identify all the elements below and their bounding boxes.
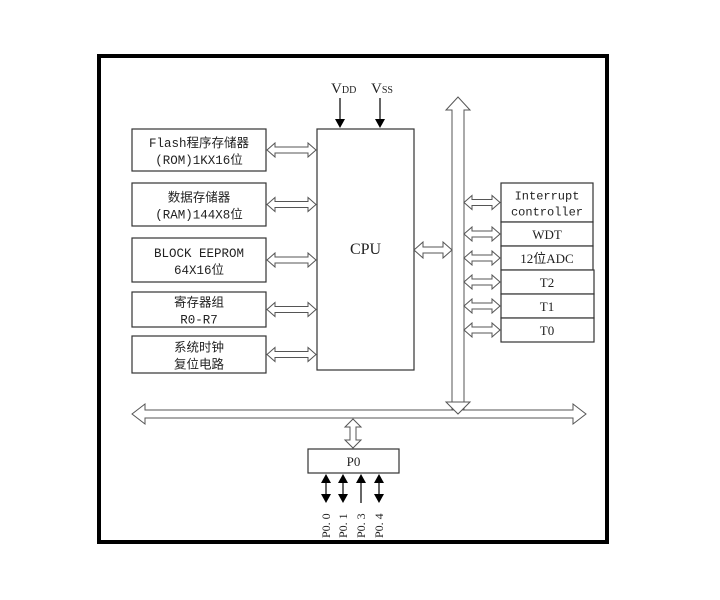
memory-block-line2: (RAM)144X8位 [155, 207, 243, 223]
memory-block-line1: Flash程序存储器 [149, 135, 250, 151]
peripheral-bus-arrow-icon [463, 321, 501, 339]
pin-label: P0. 0 [319, 513, 333, 538]
memory-bus-arrow-icon [266, 196, 317, 213]
cpu-bus-arrow-icon [413, 240, 453, 260]
memory-block-line1: 数据存储器 [168, 190, 231, 206]
horizontal-bus [131, 401, 587, 426]
pin-arrow-up-icon [321, 474, 331, 483]
horizontal-bus-arrow-icon [131, 402, 587, 426]
memory-bus-arrow-icon [266, 251, 317, 269]
vdd-label: VDD [331, 81, 356, 97]
port-pin: P0. 3 [354, 474, 368, 538]
pin-label: P0. 4 [372, 513, 386, 538]
memory-block-line2: (ROM)1KX16位 [155, 152, 243, 168]
memory-block: 数据存储器(RAM)144X8位 [131, 182, 317, 227]
memory-block-line2: 64X16位 [174, 262, 224, 278]
memory-bus-arrow-icon [266, 141, 317, 159]
cpu-label: CPU [350, 241, 382, 258]
pin-label: P0. 1 [336, 513, 350, 538]
vss-supply: VSS [371, 81, 393, 128]
memory-block-line2: 复位电路 [174, 357, 225, 373]
peripheral-block: T0 [463, 317, 595, 343]
memory-block-line1: 寄存器组 [174, 295, 224, 311]
peripheral-bus-arrow-icon [463, 194, 501, 211]
memory-block-line2: R0-R7 [180, 314, 218, 328]
memory-bus-arrow-icon [266, 301, 317, 318]
vdd-arrow-icon [335, 119, 345, 128]
peripheral-block: WDT [463, 221, 594, 247]
cpu-block: CPU [316, 128, 415, 371]
memory-block: Flash程序存储器(ROM)1KX16位 [131, 128, 317, 172]
pin-arrow-up-icon [374, 474, 384, 483]
p0-block [307, 448, 400, 474]
p0-label: P0 [347, 454, 361, 469]
peripheral-label: WDT [532, 227, 562, 242]
memory-block: 寄存器组 R0-R7 [131, 291, 317, 328]
peripheral-label: T0 [540, 323, 554, 338]
peripheral-label: T1 [540, 299, 554, 314]
pin-arrow-up-icon [356, 474, 366, 483]
peripheral-bus-arrow-icon [463, 249, 501, 267]
peripheral-bus-arrow-icon [463, 297, 501, 315]
peripheral-block: T1 [463, 293, 595, 319]
memory-bus-arrow-icon [266, 346, 317, 363]
peripheral-line1: Interrupt [515, 190, 580, 204]
peripheral-block: 12位ADC [463, 245, 594, 271]
vss-label: VSS [371, 81, 393, 97]
pin-arrow-down-icon [321, 494, 331, 503]
pin-label: P0. 3 [354, 513, 368, 538]
port-pin: P0. 1 [336, 474, 350, 538]
pin-arrow-down-icon [374, 494, 384, 503]
peripheral-label: T2 [540, 275, 554, 290]
pin-arrow-up-icon [338, 474, 348, 483]
outer-frame [97, 54, 609, 544]
memory-blocks: Flash程序存储器(ROM)1KX16位数据存储器(RAM)144X8位BLO… [131, 128, 317, 374]
memory-block-line1: 系统时钟 [174, 340, 224, 356]
pin-arrow-down-icon [338, 494, 348, 503]
peripheral-line2: controller [511, 206, 583, 220]
peripheral-bus-arrow-icon [463, 273, 501, 291]
peripheral-label: 12位ADC [520, 251, 573, 266]
peripheral-block: T2 [463, 269, 595, 295]
bus-junction-arrow-icon [444, 401, 472, 415]
memory-block-line1: BLOCK EEPROM [154, 247, 244, 261]
port-pin: P0. 4 [372, 474, 386, 538]
vertical-bus [444, 96, 472, 413]
peripheral-bus-arrow-icon [463, 225, 501, 243]
port-bus-arrow-icon [343, 418, 363, 449]
vertical-bus-arrow-icon [444, 96, 472, 413]
peripheral-block: Interrupt controller [463, 182, 594, 223]
vdd-supply: VDD [331, 81, 356, 128]
port-pin: P0. 0 [319, 474, 333, 538]
vss-arrow-icon [375, 119, 385, 128]
